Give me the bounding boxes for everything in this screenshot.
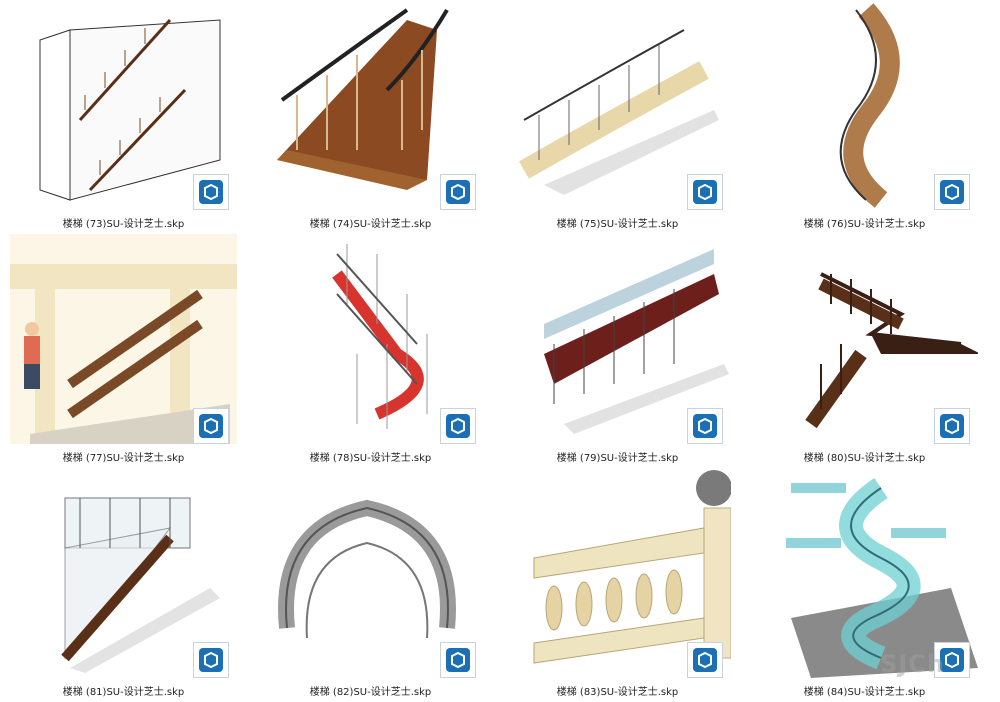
file-tile[interactable]: 楼梯 (81)SU-设计芝士.skp (0, 468, 247, 702)
sketchup-icon (193, 408, 229, 444)
file-tile[interactable]: 楼梯 (82)SU-设计芝士.skp (247, 468, 494, 702)
file-thumbnail (257, 468, 484, 678)
file-tile[interactable]: 楼梯 (74)SU-设计芝士.skp (247, 0, 494, 234)
watermark-text: SJCh (880, 650, 945, 678)
sketchup-icon (440, 408, 476, 444)
file-thumbnail (257, 0, 484, 210)
file-thumbnail (504, 234, 731, 444)
file-thumbnail (751, 468, 978, 678)
file-name: 楼梯 (74)SU-设计芝士.skp (309, 219, 432, 230)
sketchup-icon (193, 174, 229, 210)
file-thumbnail (751, 234, 978, 444)
file-name: 楼梯 (75)SU-设计芝士.skp (556, 219, 679, 230)
sketchup-icon (934, 174, 970, 210)
file-tile[interactable]: 楼梯 (76)SU-设计芝士.skp (741, 0, 988, 234)
file-tile[interactable]: 楼梯 (80)SU-设计芝士.skp (741, 234, 988, 468)
sketchup-icon (440, 174, 476, 210)
file-tile[interactable]: 楼梯 (83)SU-设计芝士.skp (494, 468, 741, 702)
sketchup-icon (934, 642, 970, 678)
file-name: 楼梯 (84)SU-设计芝士.skp (803, 687, 926, 698)
file-thumbnail (10, 468, 237, 678)
file-name: 楼梯 (73)SU-设计芝士.skp (62, 219, 185, 230)
file-name: 楼梯 (77)SU-设计芝士.skp (62, 453, 185, 464)
sketchup-icon (934, 408, 970, 444)
file-name: 楼梯 (81)SU-设计芝士.skp (62, 687, 185, 698)
file-tile[interactable]: 楼梯 (77)SU-设计芝士.skp (0, 234, 247, 468)
file-tile[interactable]: 楼梯 (75)SU-设计芝士.skp (494, 0, 741, 234)
sketchup-icon (687, 174, 723, 210)
sketchup-icon (687, 642, 723, 678)
file-name: 楼梯 (82)SU-设计芝士.skp (309, 687, 432, 698)
file-thumbnail (504, 468, 731, 678)
file-tile[interactable]: 楼梯 (84)SU-设计芝士.skp (741, 468, 988, 702)
sketchup-icon (687, 408, 723, 444)
file-name: 楼梯 (76)SU-设计芝士.skp (803, 219, 926, 230)
file-name: 楼梯 (83)SU-设计芝士.skp (556, 687, 679, 698)
file-tile[interactable]: 楼梯 (79)SU-设计芝士.skp (494, 234, 741, 468)
file-thumbnail (257, 234, 484, 444)
file-name: 楼梯 (78)SU-设计芝士.skp (309, 453, 432, 464)
file-tile[interactable]: 楼梯 (78)SU-设计芝士.skp (247, 234, 494, 468)
sketchup-icon (440, 642, 476, 678)
file-name: 楼梯 (79)SU-设计芝士.skp (556, 453, 679, 464)
file-thumbnail (751, 0, 978, 210)
file-thumbnail (504, 0, 731, 210)
file-thumbnail (10, 0, 237, 210)
file-name: 楼梯 (80)SU-设计芝士.skp (803, 453, 926, 464)
file-tile[interactable]: 楼梯 (73)SU-设计芝士.skp (0, 0, 247, 234)
sketchup-icon (193, 642, 229, 678)
